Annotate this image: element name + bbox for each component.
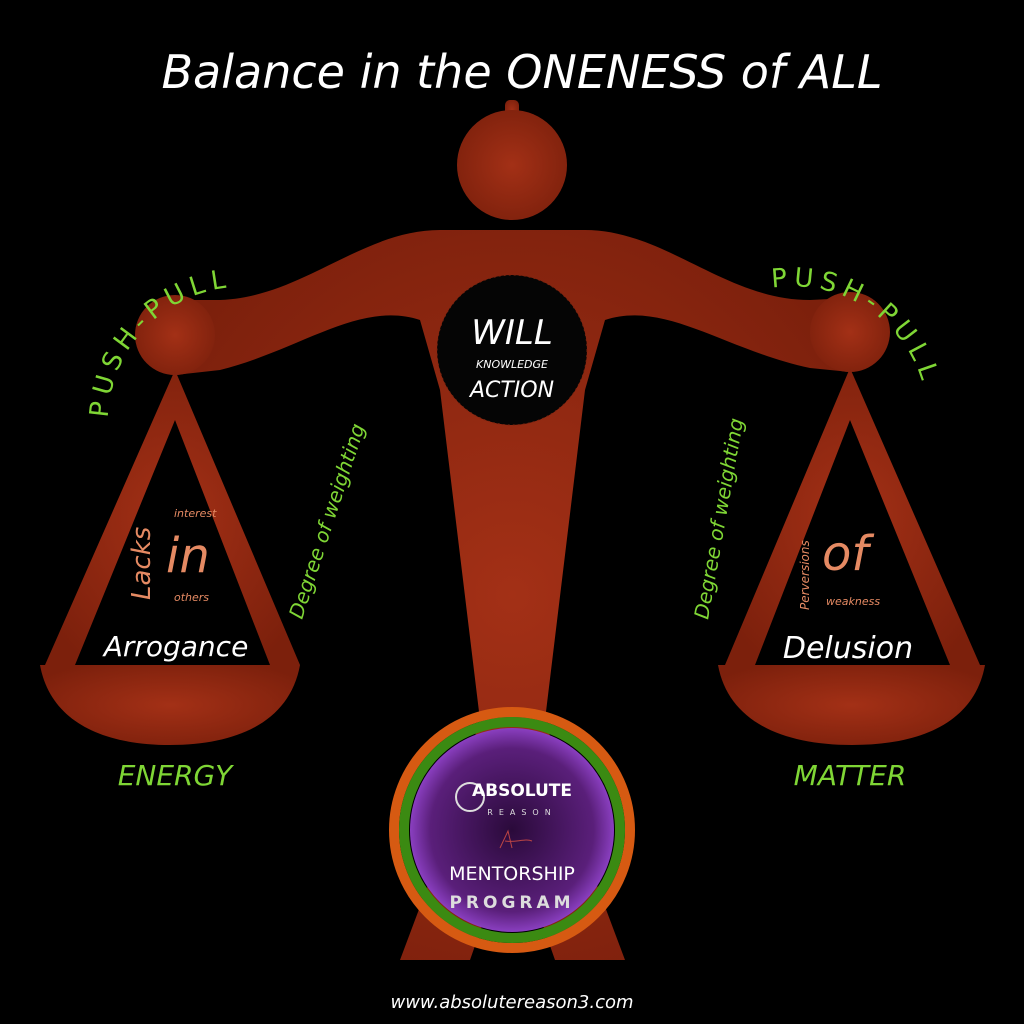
badge-line1: MENTORSHIP bbox=[449, 863, 575, 885]
page-title: Balance in the ONENESS of ALL bbox=[162, 45, 883, 99]
will-text: WILL bbox=[471, 313, 553, 353]
matter-label: MATTER bbox=[794, 759, 907, 792]
brand-bottom: REASON bbox=[487, 808, 556, 817]
brand-top: ABSOLUTE bbox=[472, 781, 572, 801]
lacks-text: Lacks bbox=[127, 527, 157, 600]
of-text: of bbox=[822, 526, 874, 582]
will-circle bbox=[436, 274, 588, 426]
arrogance-text: Arrogance bbox=[102, 630, 249, 663]
energy-label: ENERGY bbox=[118, 759, 234, 792]
delusion-text: Delusion bbox=[783, 631, 913, 666]
action-text: ACTION bbox=[468, 378, 554, 403]
human-figure-scale bbox=[40, 100, 985, 960]
right-degree-text: Degree of weighting bbox=[689, 416, 748, 621]
others-text: others bbox=[174, 591, 209, 604]
in-text: in bbox=[166, 528, 210, 584]
footer-url[interactable]: www.absolutereason3.com bbox=[390, 992, 633, 1013]
mentorship-badge[interactable]: ABSOLUTE REASON MENTORSHIP PROGRAM bbox=[389, 707, 635, 953]
interest-text: interest bbox=[174, 507, 217, 520]
left-degree-text: Degree of weighting bbox=[284, 420, 370, 621]
perversions-text: Perversions bbox=[798, 540, 812, 610]
brand-logo-icon bbox=[455, 782, 485, 812]
badge-line2: PROGRAM bbox=[449, 893, 574, 913]
knowledge-text: KNOWLEDGE bbox=[476, 358, 548, 371]
weakness-text: weakness bbox=[826, 595, 880, 608]
signature-icon bbox=[499, 829, 533, 849]
